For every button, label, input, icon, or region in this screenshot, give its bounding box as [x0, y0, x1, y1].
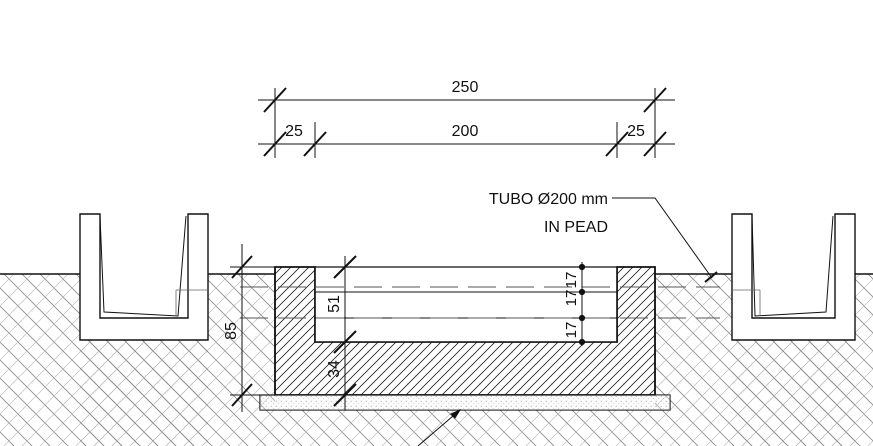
concrete-trench	[240, 266, 720, 396]
left-side-channel	[79, 213, 209, 341]
dim-left-wall: 25	[285, 123, 303, 140]
sand-bedding	[259, 394, 671, 411]
bedding-leader	[417, 408, 462, 446]
pipe-leader	[612, 197, 718, 283]
dim-right-wall: 25	[627, 123, 645, 140]
dim-height-total: 85	[223, 322, 240, 340]
left-dimensions	[230, 244, 357, 412]
top-dimensions	[258, 87, 675, 158]
soil	[0, 273, 873, 446]
dim-layer-4: 17	[563, 322, 580, 339]
pipe-label-line2: IN PEAD	[544, 219, 608, 236]
dim-depth-51: 51	[326, 295, 343, 313]
dim-layer-2: 17	[563, 290, 580, 307]
layer-dimensions	[578, 262, 586, 346]
dim-base-34: 34	[326, 360, 343, 378]
dim-overall-width: 250	[452, 79, 479, 96]
pipe-label-line1: TUBO Ø200 mm	[489, 191, 608, 208]
dim-inner-width: 200	[452, 123, 479, 140]
right-side-channel	[731, 213, 856, 341]
dim-layer-1: 17	[563, 272, 580, 289]
